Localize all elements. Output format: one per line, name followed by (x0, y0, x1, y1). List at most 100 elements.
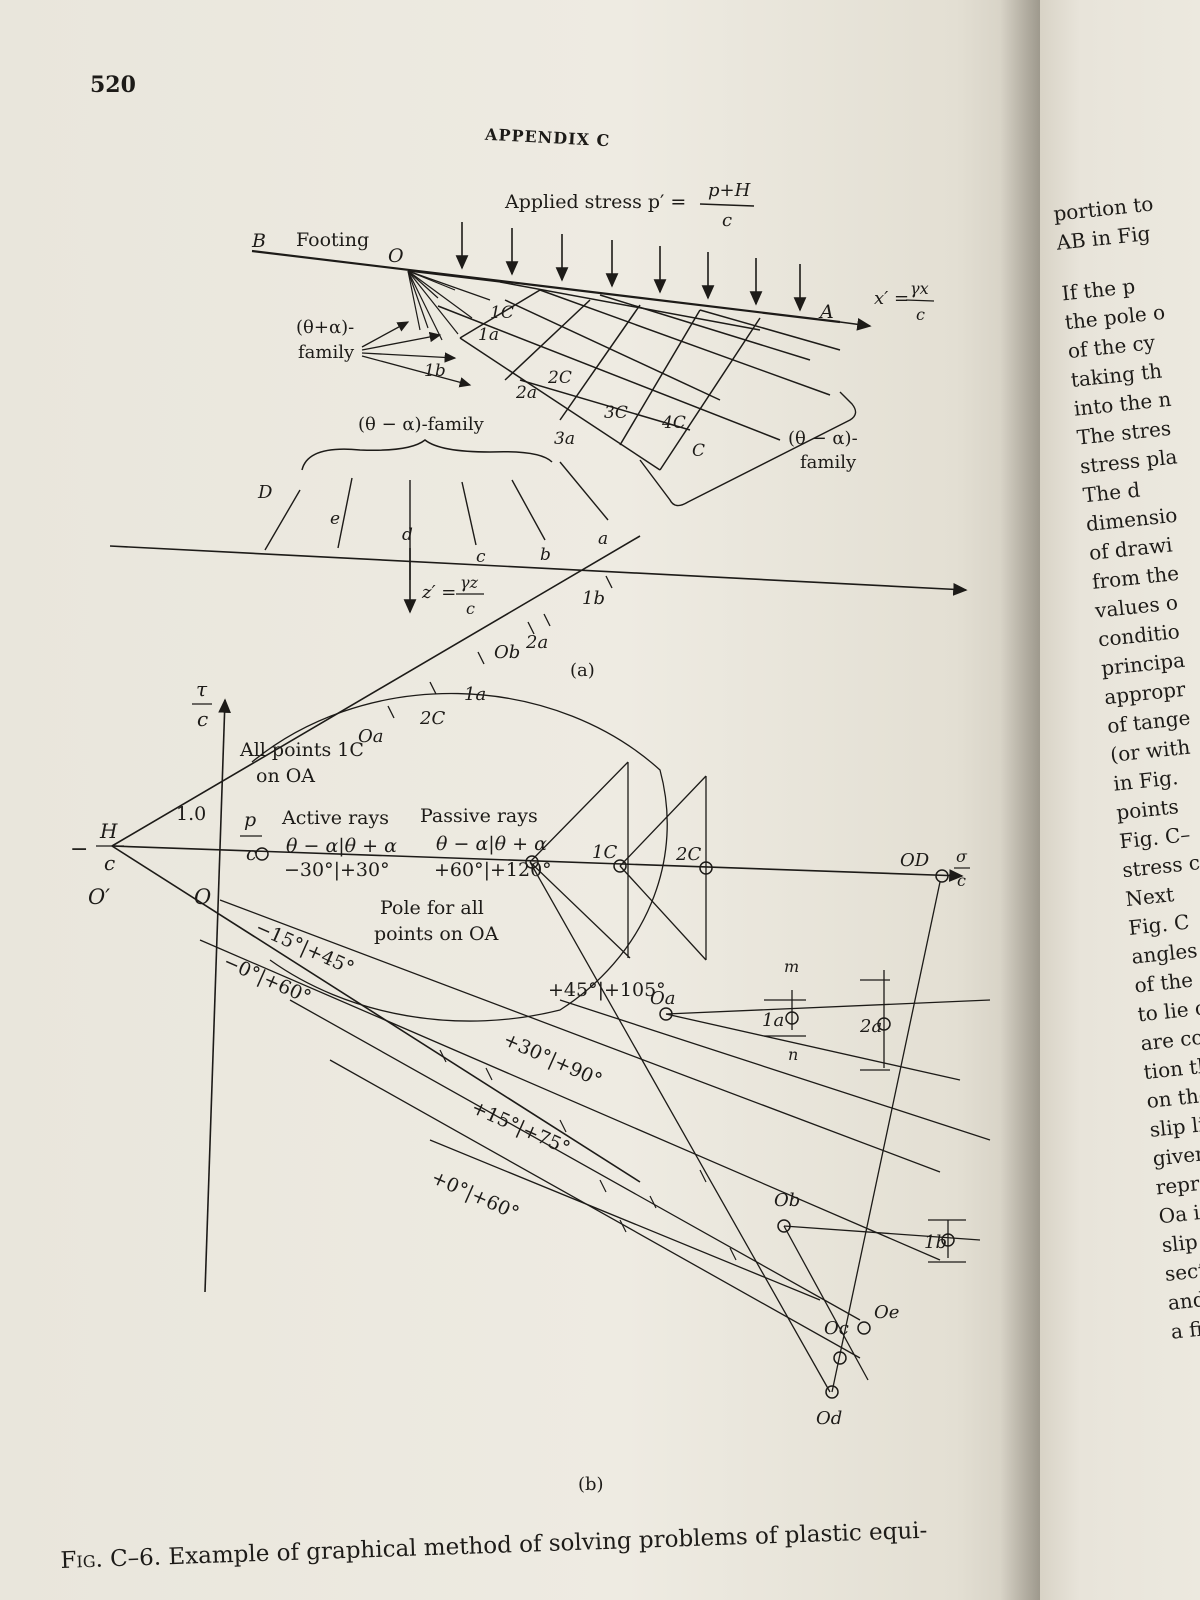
lower-envelope-line (111, 845, 641, 1183)
upper-ticks (387, 575, 613, 719)
pole-construction (529, 861, 991, 1393)
point-b-label: B (251, 230, 266, 252)
node-3c: 3C (604, 403, 628, 423)
surface-line (251, 249, 841, 324)
point-a-label: A (818, 301, 834, 323)
p-den: c (246, 843, 257, 865)
figure-b (109, 545, 968, 1293)
ray-label-0: +0°|+60° (428, 1166, 522, 1224)
point-oa: Oa (650, 988, 676, 1009)
upper-oa: Oa (358, 726, 384, 747)
applied-stress-arrows (455, 222, 807, 312)
h-den: c (104, 851, 115, 875)
origin: O (194, 885, 211, 909)
h-num: H (99, 819, 118, 843)
passive-angles-head: θ − α|θ + α (436, 833, 547, 855)
sigma-den: c (957, 871, 966, 890)
applied-stress-den: c (722, 210, 732, 231)
applied-stress-label: Applied stress p′ = (504, 191, 686, 213)
ray-label-45: +45°|+105° (548, 979, 666, 1001)
ray-label-30: +30°|+90° (500, 1028, 605, 1091)
upper-1b: 1b (582, 588, 605, 609)
x-axis-den: c (916, 305, 925, 324)
point-markers (255, 847, 955, 1399)
node-2a: 2a (515, 383, 537, 403)
sigma-num: σ (956, 847, 968, 866)
ray-d-upper: D (257, 482, 273, 503)
figure-c6: Applied stress p′ = p+H c B Footing O A … (70, 180, 991, 1495)
node-1b: 1b (424, 361, 446, 381)
point-o-label: O (388, 245, 404, 267)
active-angles-head: θ − α|θ + α (286, 835, 397, 857)
upper-1a: 1a (464, 684, 486, 705)
figure-b-labels: τ c σ c − H c O′ O p c 1.0 All points 1C… (70, 588, 970, 1495)
upper-2a: 2a (525, 632, 548, 653)
pole-line1: Pole for all (380, 897, 484, 919)
point-ob: Ob (774, 1190, 800, 1211)
active-rays-label: Active rays (281, 807, 389, 829)
point-1b: 1b (924, 1232, 947, 1253)
mohr-construction (111, 535, 991, 1399)
point-oc: Oc (824, 1318, 849, 1339)
sigma-axis-line (111, 845, 964, 882)
node-1c: 1C (490, 303, 514, 323)
point-2a: 2a (859, 1016, 882, 1037)
sub-label-b: (b) (578, 1474, 604, 1495)
caption-label: Fig. C–6. (60, 1544, 162, 1574)
boundary-line (639, 391, 857, 507)
axis-2c: 2C (675, 844, 701, 865)
ray-d: d (402, 525, 413, 545)
node-c: C (692, 441, 705, 461)
slip-line-net (437, 281, 841, 471)
ray-ticks (439, 1049, 737, 1261)
ray-e: e (330, 509, 340, 529)
z-axis-lhs: z′ = (421, 582, 456, 603)
one-point-zero: 1.0 (176, 803, 206, 825)
applied-stress-num: p+H (708, 180, 751, 201)
x-axis-lhs: x′ = (874, 288, 909, 309)
active-angles: −30°|+30° (284, 859, 390, 881)
passive-angles: +60°|+120° (434, 859, 552, 881)
point-oe: Oe (874, 1302, 899, 1323)
node-3a: 3a (554, 429, 575, 449)
upper-ob: Ob (494, 642, 520, 663)
all-points-line2: on OA (256, 765, 315, 787)
right-page (1040, 0, 1200, 1600)
footing-label: Footing (296, 229, 369, 251)
minus-sign: − (70, 837, 88, 862)
figure-a-labels: Applied stress p′ = p+H c B Footing O A … (251, 180, 935, 681)
family-plus-line1: (θ+α)- (296, 317, 354, 338)
point-1a: 1a (762, 1010, 784, 1031)
axis-od: OD (900, 850, 930, 871)
ray-a: a (598, 529, 608, 549)
sigma-axis (109, 545, 968, 596)
node-2c: 2C (547, 368, 572, 388)
z-axis-num: γz (460, 573, 479, 592)
ray-c: c (476, 547, 486, 567)
p-num: p (244, 809, 256, 831)
x-axis-num: γx (910, 279, 929, 298)
point-m: m (784, 957, 799, 976)
fan-rays (407, 270, 501, 341)
x-axis-arrow (839, 317, 872, 331)
mohr-circle (251, 692, 668, 1022)
z-axis-den: c (466, 599, 475, 618)
upper-envelope-line (111, 535, 641, 847)
point-n: n (788, 1045, 798, 1064)
tau-num: τ (196, 677, 208, 701)
all-points-line1: All points 1C (239, 739, 364, 761)
upper-2c: 2C (419, 708, 445, 729)
ray-b: b (540, 545, 551, 565)
axis-1c: 1C (592, 842, 617, 863)
family-minus-label: (θ − α)-family (358, 414, 485, 435)
node-1a: 1a (478, 325, 499, 345)
family-arrows (361, 321, 472, 388)
pole-line2: points on OA (374, 923, 499, 945)
origin-prime: O′ (88, 885, 110, 909)
family-minus-right-line1: (θ − α)- (788, 428, 858, 449)
pole-rays (529, 761, 707, 961)
sub-label-a: (a) (570, 660, 595, 681)
tau-den: c (197, 707, 208, 731)
long-rays (199, 899, 991, 1359)
page-number: 520 (90, 72, 136, 98)
